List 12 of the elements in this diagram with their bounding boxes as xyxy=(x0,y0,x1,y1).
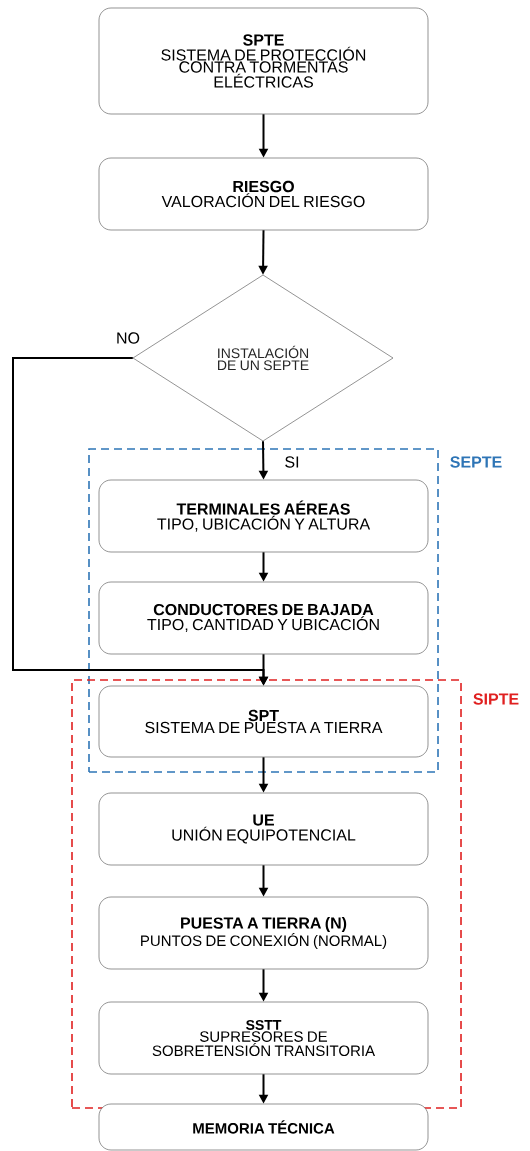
process-box: SPTE SISTEMA DE PROTECCIÓN CONTRA TORMENTAS ELÉCTRICAS xyxy=(98,7,429,115)
edge-label: SI xyxy=(283,455,301,469)
process-box: PUESTA A TIERRA (N) PUNTOS DE CONEXIÓN (NORMAL) xyxy=(98,896,429,970)
process-box: UE UNIÓN EQUIPOTENCIAL xyxy=(98,792,429,866)
process-box: TERMINALES AÉREAS TIPO, UBICACIÓN Y ALTURA xyxy=(98,479,429,553)
process-box: MEMORIA TÉCNICA xyxy=(98,1103,429,1151)
node-label: SEPTE xyxy=(450,456,502,468)
process-box: RIESGO VALORACIÓN DEL RIESGO xyxy=(98,157,429,231)
node-label: SIPTE xyxy=(473,693,519,705)
process-box: SSTT SUPRESORES DE SOBRETENSIÓN TRANSITORIA xyxy=(98,1001,429,1075)
process-box: CONDUCTORES DE BAJADA TIPO, CANTIDAD Y UBICACIÓN xyxy=(98,581,429,655)
process-box: SPT SISTEMA DE PUESTA A TIERRA xyxy=(98,685,429,758)
